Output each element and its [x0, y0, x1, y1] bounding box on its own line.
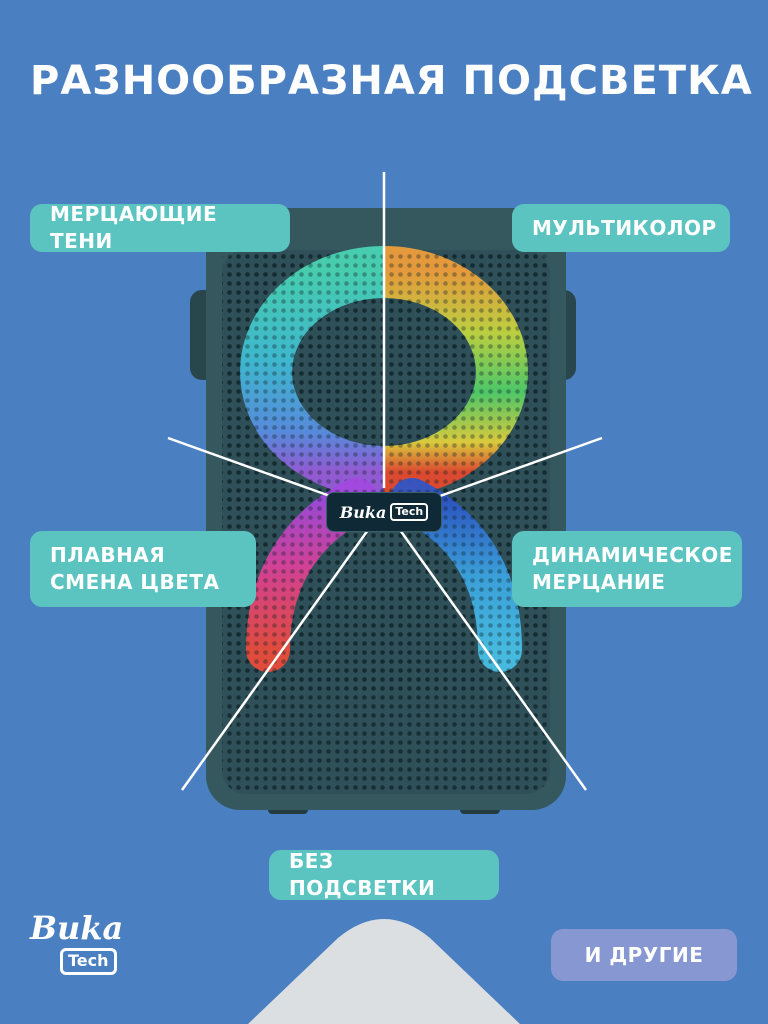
logo-box-text: Tech: [60, 948, 117, 975]
buka-tech-logo: Buka Tech: [30, 912, 130, 975]
pointer-line-upper-left: [167, 436, 331, 498]
pointer-line-upper-right: [439, 436, 603, 498]
page-title: РАЗНООБРАЗНАЯ ПОДСВЕТКА: [30, 58, 753, 104]
pointer-line-lower-left: [180, 529, 370, 791]
bottom-triangle-shape: [248, 919, 520, 1024]
pointer-line-lower-right: [398, 529, 588, 791]
speaker-brand-logo: Buka Tech: [326, 492, 442, 532]
mode-badge-dynamic-flicker: ДИНАМИЧЕСКОЕ МЕРЦАНИЕ: [512, 531, 742, 607]
mode-badge-smooth-color-change: ПЛАВНАЯ СМЕНА ЦВЕТА: [30, 531, 256, 607]
mode-badge-shimmering-shadows: МЕРЦАЮЩИЕ ТЕНИ: [30, 202, 290, 253]
mode-badge-multicolor: МУЛЬТИКОЛОР: [512, 204, 730, 252]
speaker-brand-script: Buka: [339, 502, 387, 522]
mode-badge-no-backlight: БЕЗ ПОДСВЕТКИ: [269, 849, 499, 900]
logo-script-text: Buka: [30, 909, 124, 947]
mode-badge-others: И ДРУГИЕ: [551, 929, 737, 981]
pointer-lines: [167, 172, 603, 791]
speaker-brand-box: Tech: [390, 502, 429, 522]
